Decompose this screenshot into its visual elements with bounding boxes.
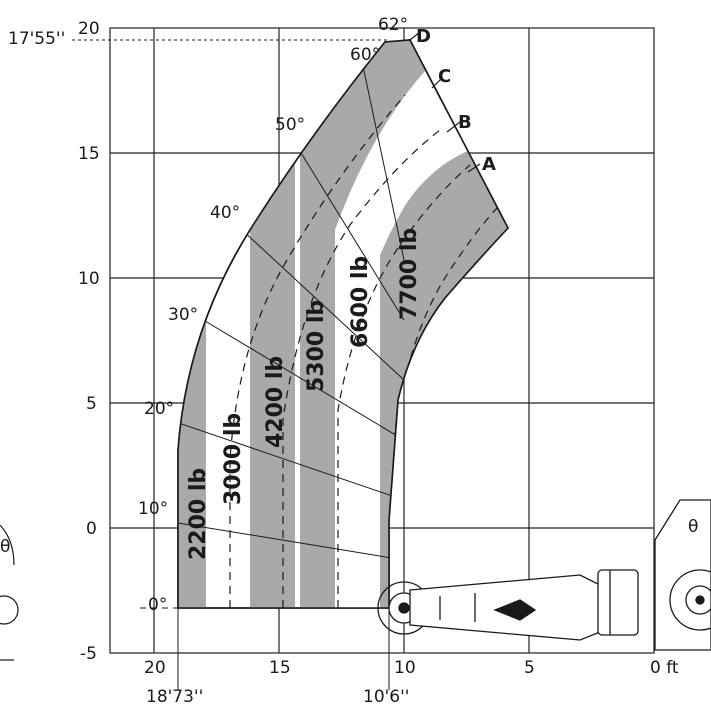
x-axis-ticks: 20 15 10 5 0 ft [144,658,679,678]
angle-40: 40° [210,203,240,223]
zone-6600-gap [335,110,470,608]
angle-30: 30° [168,305,198,325]
reach-at-height-label: 10'6'' [363,687,409,707]
ray-30 [199,317,405,441]
envelope-outline-top [177,39,509,609]
marker-c [431,77,443,89]
y-axis-ticks: 20 15 10 5 0 -5 [78,19,100,664]
boom-cylinder [493,599,537,621]
max-reach-label: 18'73'' [146,687,203,707]
x-tick-0: 0 ft [650,658,679,678]
wheel-center [695,595,705,605]
ray-60 [359,51,405,261]
ray-10 [178,519,405,561]
capacity-7700: 7700 lb [397,228,422,320]
capacity-labels: 2200 lb 3000 lb 4200 lb 5300 lb 6600 lb … [186,228,422,560]
angle-labels: 0° 10° 20° 30° 40° 50° 60° 62° [138,15,408,615]
angle-20: 20° [144,399,174,419]
y-tick-0: 0 [86,519,97,539]
joint-theta-label: θ [688,517,698,537]
angle-10: 10° [138,499,168,519]
wheel-inner [685,585,711,615]
extension-b: B [458,112,472,133]
capacity-3000: 3000 lb [221,413,246,505]
angle-0: 0° [148,595,167,615]
boom-head [597,569,639,636]
extension-labels: D C B A [416,26,496,175]
y-tick-neg5: -5 [80,644,97,664]
ray-20 [178,419,405,501]
arc-extension-b [282,129,441,608]
extension-c: C [438,66,451,87]
wheel-outer [669,569,711,631]
capacity-2200: 2200 lb [186,468,211,560]
marker-d [409,31,421,41]
ray-40 [239,227,405,381]
plot-frame [109,27,655,654]
arc-extension-c [337,164,471,608]
angle-62: 62° [378,15,408,35]
left-theta-label: θ [0,537,10,557]
extension-markers [409,31,481,173]
capacity-5300: 5300 lb [304,300,329,392]
capacity-6600: 6600 lb [348,256,373,348]
left-fragment-arc [0,524,15,566]
angle-60: 60° [350,45,380,65]
left-fragment-wheel [0,595,19,625]
x-tick-20: 20 [144,658,166,678]
pivot-pin [398,602,410,614]
extension-a: A [482,154,496,175]
ray-50 [289,134,405,321]
marker-a [467,163,481,173]
x-tick-15: 15 [269,658,291,678]
x-tick-5: 5 [524,658,535,678]
zone-4200-fill [250,40,295,608]
telehandler-icon [377,499,711,651]
left-machine-fragment [0,524,19,661]
y-tick-15: 15 [78,144,100,164]
y-tick-10: 10 [78,269,100,289]
angle-50: 50° [275,115,305,135]
marker-b [446,121,461,133]
max-height-label: 17'55'' [8,29,65,49]
x-tick-10: 10 [394,658,416,678]
extension-d: D [416,26,431,47]
capacity-4200: 4200 lb [263,356,288,448]
arc-extension-a [229,94,406,608]
y-tick-20: 20 [78,19,100,39]
y-tick-5: 5 [86,394,97,414]
